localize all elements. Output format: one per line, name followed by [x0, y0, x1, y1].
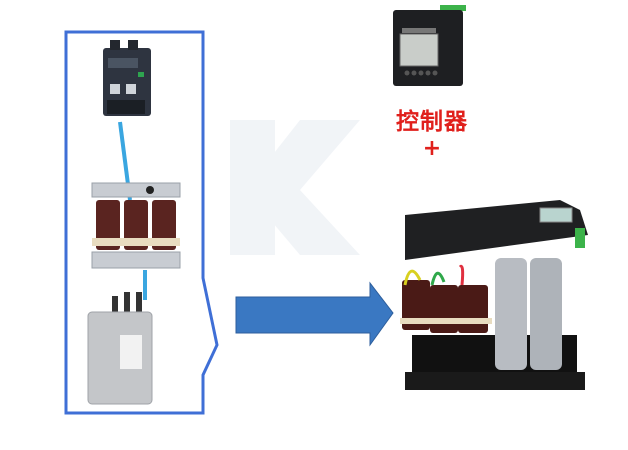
reactor-image — [91, 182, 181, 269]
contactor-image — [103, 40, 151, 116]
arrow-right-icon — [235, 281, 394, 347]
plus-sign: + — [422, 136, 442, 161]
controller-label: 控制器 — [396, 109, 468, 135]
component-frame — [64, 30, 219, 415]
controller-image — [393, 5, 466, 86]
watermark-logo — [230, 120, 360, 255]
integrated-compensation-device-image — [400, 200, 588, 390]
capacitor-image — [87, 292, 153, 405]
